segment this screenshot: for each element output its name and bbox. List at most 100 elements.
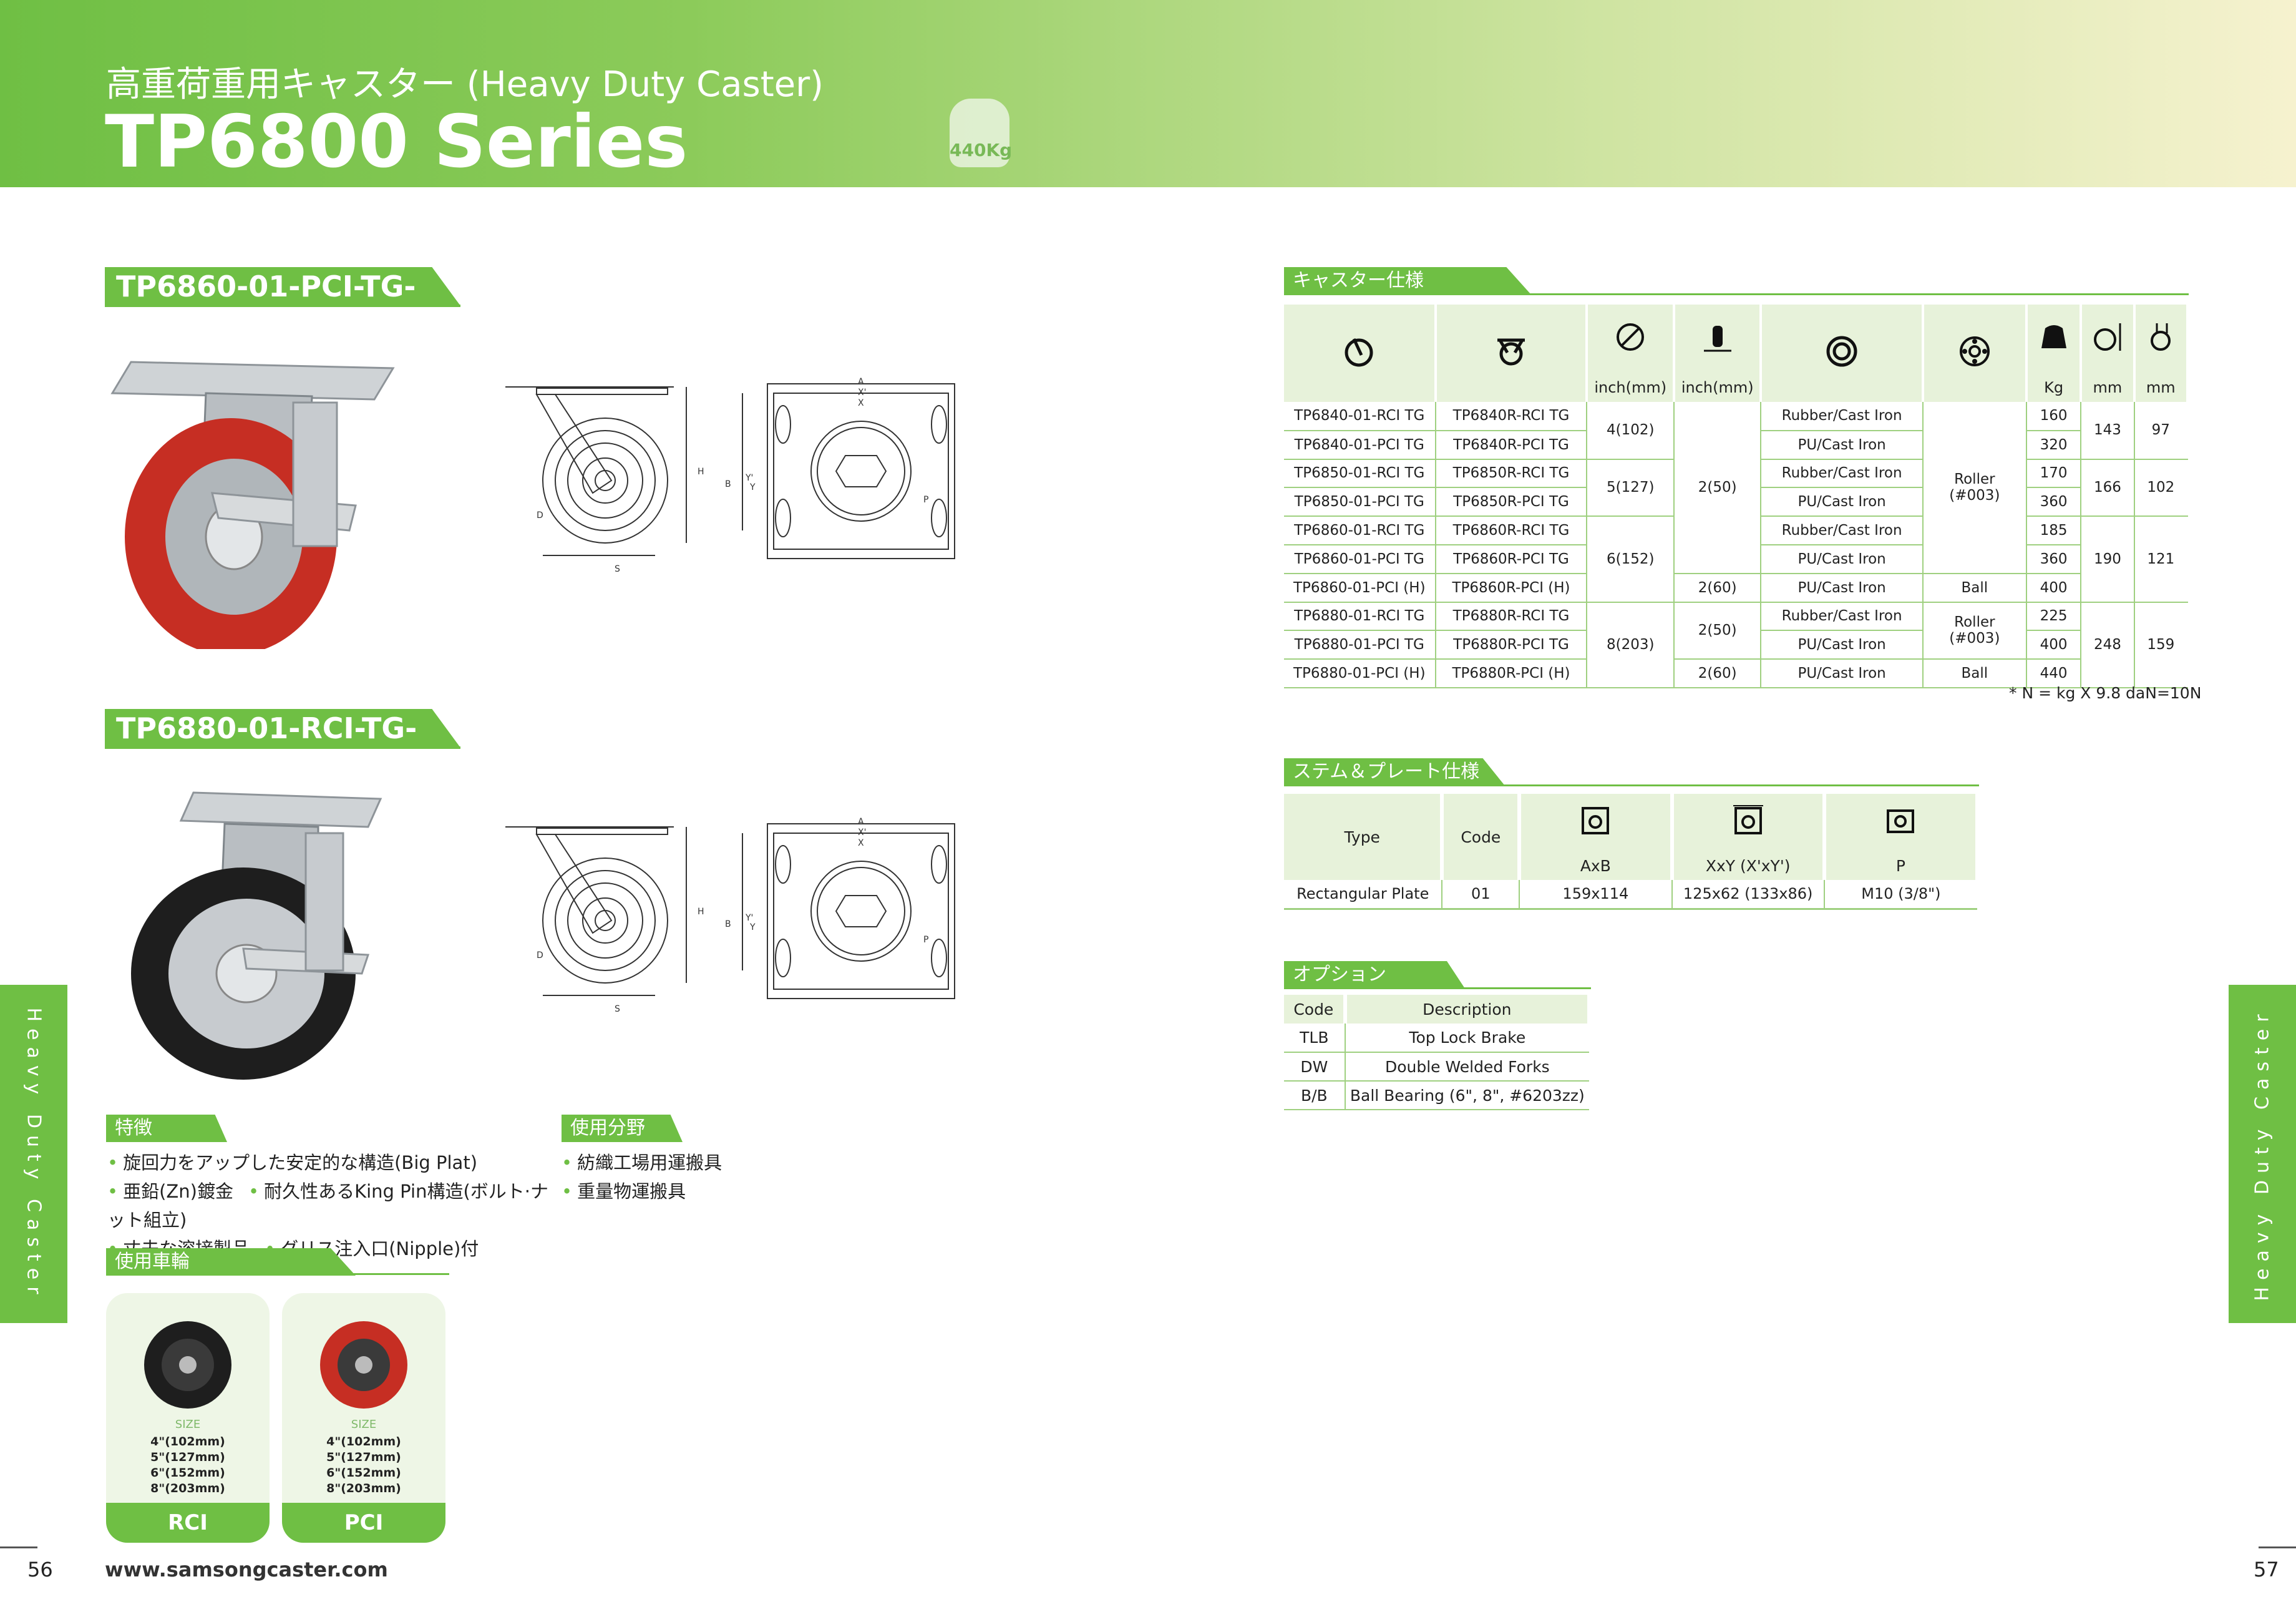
table-row: TP6860-01-PCI TG TP6860R-PCI TG PU/Cast … (1284, 544, 2187, 574)
divider (1284, 987, 1591, 989)
wheels-title: 使用車輪 (106, 1248, 356, 1276)
label-a: A (858, 377, 864, 387)
table-cell: Rubber/Cast Iron (1761, 516, 1924, 545)
label-p: P (923, 495, 928, 505)
wheel-sizes: 4"(102mm) 5"(127mm) 6"(152mm) 8"(203mm) (326, 1435, 401, 1495)
label-h: H (698, 907, 704, 917)
table-cell: 166 (2081, 459, 2135, 517)
unit-label: Kg (2026, 373, 2083, 402)
rigid-caster-icon (1435, 305, 1588, 402)
applications-list: 紡織工場用運搬具 重量物運搬具 (562, 1148, 761, 1206)
label-x: X (858, 398, 864, 408)
label-a: A (858, 817, 864, 827)
side-tab-left: Heavy Duty Caster (0, 985, 67, 1323)
label-y-prime: Y' (745, 473, 753, 483)
table-cell: Top Lock Brake (1345, 1024, 1589, 1053)
table-cell: 2(50) (1673, 602, 1762, 660)
table-cell: 4(102) (1587, 402, 1675, 460)
table-cell: 97 (2134, 402, 2189, 460)
unit-label: inch(mm) (1673, 373, 1763, 402)
table-cell: 143 (2081, 402, 2135, 460)
product-1-code: TP6860-01-PCI-TG-TLB (116, 270, 416, 342)
unit-label: mm (2134, 373, 2189, 402)
options-title: オプション (1284, 961, 1465, 989)
table-cell: Double Welded Forks (1345, 1052, 1589, 1082)
table-cell: TP6880-01-RCI TG (1284, 602, 1436, 632)
table-cell: TP6860R-PCI TG (1435, 544, 1588, 574)
features-title: 特徴 (106, 1115, 227, 1142)
table-row: TP6880-01-RCI TG TP6880R-RCI TG 8(203) 2… (1284, 602, 2189, 688)
label-b: B (725, 919, 731, 929)
label-p: P (923, 935, 928, 945)
page-title: TP6800 Series (105, 100, 688, 184)
wheel-size-label: SIZE (175, 1418, 201, 1431)
table-cell: 400 (2026, 573, 2082, 603)
spec-footnote: * N = kg X 9.8 daN=10N (2009, 684, 2202, 702)
table-cell: DW (1284, 1052, 1346, 1082)
table-cell: 8(203) (1587, 602, 1675, 688)
label-d: D (537, 950, 543, 960)
wheel-rci-image (144, 1321, 231, 1409)
wheel-width-icon (1673, 305, 1763, 373)
label-d: D (537, 511, 543, 520)
table-cell: TP6880R-PCI (H) (1435, 659, 1588, 688)
table-row: TP6860-01-PCI (H) TP6860R-PCI (H) 2(60) … (1284, 573, 2187, 603)
table-row: TP6840-01-RCI TG TP6840R-RCI TG 4(102) 2… (1284, 402, 2189, 574)
product-2-title: TP6880-01-RCI-TG-TLB (105, 709, 460, 784)
website-url[interactable]: www.samsongcaster.com (105, 1558, 388, 1581)
spec-unit-row: inch(mm) inch(mm) Kg mm mm (1284, 373, 2189, 402)
divider (106, 1273, 449, 1275)
table-cell: PU/Cast Iron (1761, 544, 1924, 574)
swivel-caster-icon (1284, 305, 1437, 402)
table-row: TLB Top Lock Brake (1284, 1024, 1589, 1053)
table-cell: 125x62 (133x86) (1671, 880, 1825, 909)
table-cell: Ball Bearing (6", 8", #6203zz) (1345, 1081, 1589, 1110)
table-cell: Rectangular Plate (1284, 880, 1443, 909)
applications-title: 使用分野 (562, 1115, 683, 1142)
table-cell: 170 (2026, 459, 2082, 489)
features-list: 旋回力をアップした安定的な構造(Big Plat) 亜鉛(Zn)鍍金耐久性あるK… (107, 1148, 557, 1263)
label-b: B (725, 479, 731, 489)
table-cell: PU/Cast Iron (1761, 430, 1924, 460)
label-x: X (858, 838, 864, 848)
wheel-type-icon (1761, 305, 1924, 402)
wheel-size-label: SIZE (351, 1418, 377, 1431)
product-1-drawing: A X' X H B Y' Y D S P (505, 377, 955, 574)
table-cell: 185 (2026, 516, 2082, 545)
table-cell: TP6840-01-PCI TG (1284, 430, 1436, 460)
table-cell: Rubber/Cast Iron (1761, 602, 1924, 632)
product-2-code: TP6880-01-RCI-TG-TLB (116, 711, 417, 784)
divider (1284, 293, 2189, 295)
table-cell: TP6860R-RCI TG (1435, 516, 1588, 545)
stem-header-xxy: XxY (X'xY') (1671, 851, 1826, 880)
side-tab-label: Heavy Duty Caster (22, 1007, 45, 1301)
table-row: TP6840-01-PCI TG TP6840R-PCI TG PU/Cast … (1284, 430, 2187, 460)
label-h: H (698, 467, 704, 477)
table-cell: TP6860-01-PCI TG (1284, 544, 1436, 574)
bearing-icon (1922, 305, 2028, 402)
table-cell: 248 (2081, 602, 2135, 688)
table-cell: TP6880-01-PCI TG (1284, 630, 1436, 660)
table-cell: Ball (1922, 659, 2027, 688)
caster-spec-table: inch(mm) inch(mm) Kg mm mm TP6840-01-RCI… (1284, 305, 2189, 688)
weight-icon (950, 99, 1009, 167)
stem-header-p: P (1824, 851, 1980, 880)
label-x-prime: X' (858, 388, 866, 398)
header-banner (0, 0, 2296, 187)
stem-header-code: Code (1442, 794, 1522, 880)
divider (2259, 1546, 2296, 1548)
table-row: TP6850-01-PCI TG TP6850R-PCI TG PU/Cast … (1284, 487, 2187, 517)
table-cell: TP6880R-RCI TG (1435, 602, 1588, 632)
table-cell: Roller(#003) (1922, 602, 2027, 660)
table-cell: TP6840R-PCI TG (1435, 430, 1588, 460)
label-y-prime: Y' (745, 913, 753, 923)
wheel-name: RCI (106, 1503, 270, 1543)
wheel-diameter-icon (1587, 305, 1675, 373)
table-row: TP6880-01-PCI (H) TP6880R-PCI (H) 2(60) … (1284, 659, 2187, 688)
table-cell: 121 (2134, 516, 2189, 603)
bolt-size-icon (1824, 794, 1980, 851)
label-x-prime: X' (858, 828, 866, 838)
table-cell: 400 (2026, 630, 2082, 660)
wheel-card-pci: SIZE 4"(102mm) 5"(127mm) 6"(152mm) 8"(20… (282, 1293, 445, 1543)
table-cell: Ball (1922, 573, 2027, 603)
